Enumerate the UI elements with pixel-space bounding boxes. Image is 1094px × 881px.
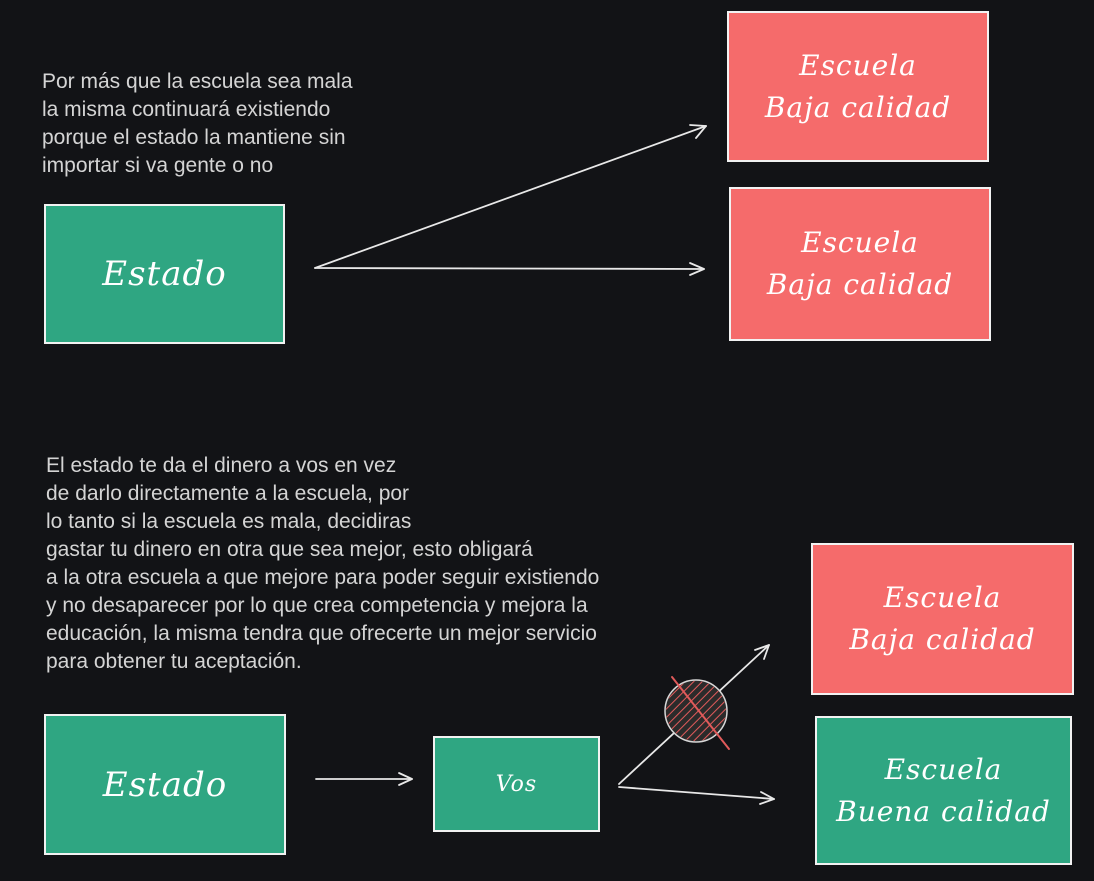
top-note: Por más que la escuela sea mala la misma… (42, 70, 353, 177)
school-node-bad[interactable]: Escuela Baja calidad (811, 543, 1074, 695)
estado-node-top-label: Estado (102, 254, 227, 294)
vos-node-label: Vos (495, 771, 538, 797)
arrow-estado-to-school-top-2 (314, 262, 705, 276)
estado-node-bottom-label: Estado (102, 764, 228, 805)
school-node-good-label: Escuela Buena calidad (836, 752, 1051, 828)
vos-node[interactable]: Vos (433, 736, 600, 832)
estado-node-top[interactable]: Estado (44, 204, 285, 344)
arrow-estado-to-school-top-1 (314, 124, 707, 269)
school-node-top-2-label: Escuela Baja calidad (766, 226, 954, 301)
bottom-note: El estado te da el dinero a vos en vez d… (46, 454, 600, 673)
school-node-top-1[interactable]: Escuela Baja calidad (727, 11, 989, 162)
arrow-estado-to-vos (315, 772, 413, 786)
school-node-good[interactable]: Escuela Buena calidad (815, 716, 1072, 865)
prohibited-icon (664, 676, 730, 750)
arrow-vos-to-good-school (618, 786, 775, 805)
estado-node-bottom[interactable]: Estado (44, 714, 286, 855)
school-node-top-1-label: Escuela Baja calidad (764, 48, 952, 124)
school-node-top-2[interactable]: Escuela Baja calidad (729, 187, 991, 341)
school-node-bad-label: Escuela Baja calidad (849, 581, 1036, 656)
